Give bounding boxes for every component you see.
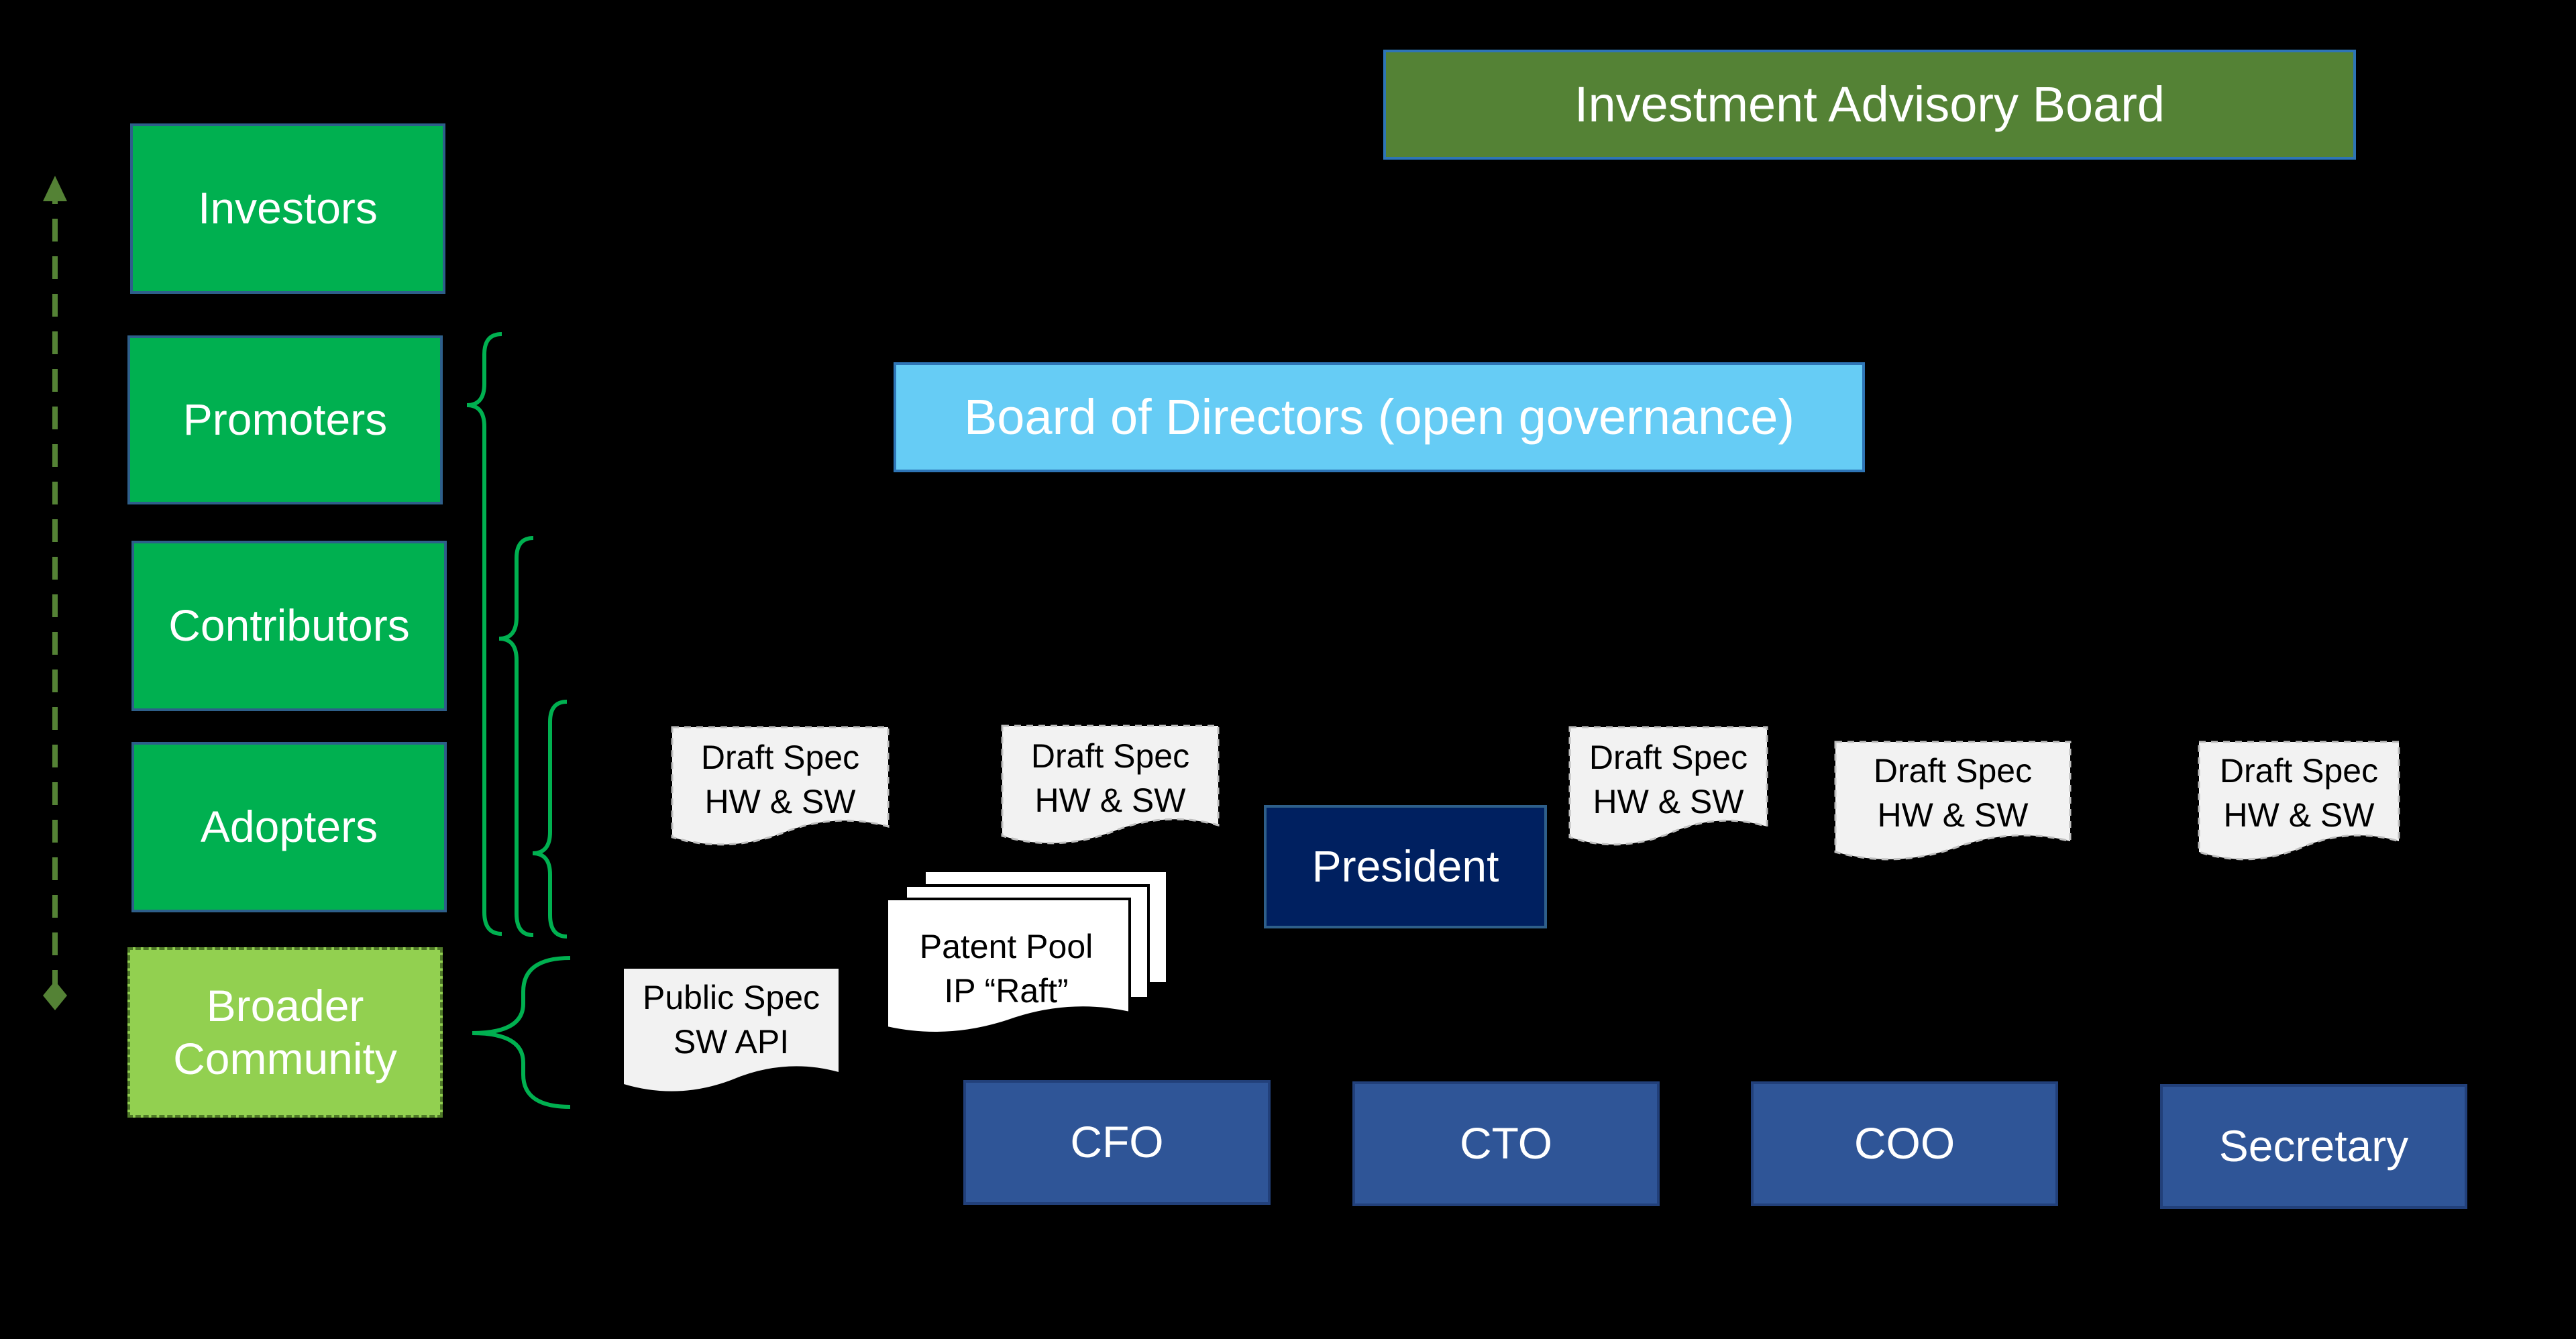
- draft-spec-doc-2: Draft Spec HW & SW: [1001, 725, 1220, 845]
- tier-brackets: [466, 332, 571, 1109]
- officer-cfo: CFO: [963, 1080, 1271, 1205]
- tier-contributors-label: Contributors: [168, 600, 410, 651]
- tier-adopters-label: Adopters: [200, 802, 378, 852]
- tier-adopters: Adopters: [131, 742, 447, 912]
- president-label: President: [1311, 841, 1499, 892]
- draft-spec-label: Draft Spec: [1589, 739, 1748, 776]
- board-of-directors: Board of Directors (open governance): [894, 362, 1865, 472]
- officer-secretary: Secretary: [2160, 1084, 2467, 1209]
- draft-spec-label: Draft Spec: [1031, 737, 1189, 775]
- tier-contributors: Contributors: [131, 541, 447, 711]
- advisory-board-label: Investment Advisory Board: [1574, 76, 2165, 132]
- tier-promoters-label: Promoters: [182, 394, 388, 445]
- bracket-adopters: [532, 700, 568, 939]
- public-spec-sublabel: SW API: [674, 1023, 789, 1061]
- officer-cto: CTO: [1352, 1081, 1660, 1206]
- tier-scale-arrow: [43, 176, 67, 1010]
- connector-lines: [1115, 349, 1907, 1081]
- draft-spec-sublabel: HW & SW: [705, 783, 857, 820]
- draft-spec-sublabel: HW & SW: [1878, 796, 2029, 834]
- investment-advisory-board: Investment Advisory Board: [1383, 50, 2356, 160]
- officer-coo: COO: [1751, 1081, 2058, 1206]
- bracket-promoters: [466, 332, 502, 936]
- patent-pool-label: Patent Pool: [920, 928, 1093, 965]
- public-spec-label: Public Spec: [643, 979, 820, 1016]
- bracket-broader: [472, 956, 571, 1109]
- draft-spec-doc-4: Draft Spec HW & SW: [1834, 741, 2072, 861]
- officer-secretary-label: Secretary: [2218, 1121, 2409, 1171]
- public-spec-doc: Public Spec SW API: [624, 969, 839, 1091]
- officer-cfo-label: CFO: [1070, 1117, 1164, 1167]
- bracket-contributors: [498, 536, 534, 937]
- draft-spec-label: Draft Spec: [701, 739, 859, 776]
- patent-pool-sublabel: IP “Raft”: [944, 972, 1068, 1010]
- draft-spec-label: Draft Spec: [2220, 752, 2378, 790]
- draft-spec-label: Draft Spec: [1874, 752, 2032, 790]
- draft-spec-doc-1: Draft Spec HW & SW: [671, 726, 890, 846]
- draft-spec-doc-3: Draft Spec HW & SW: [1568, 726, 1768, 846]
- officer-cto-label: CTO: [1459, 1118, 1553, 1169]
- tier-investors: Investors: [130, 123, 445, 294]
- draft-spec-sublabel: HW & SW: [1593, 783, 1745, 820]
- tier-broader-label-line1: Broader: [206, 980, 364, 1030]
- tier-promoters: Promoters: [127, 335, 443, 504]
- draft-spec-sublabel: HW & SW: [1035, 782, 1187, 819]
- president: President: [1264, 805, 1547, 928]
- board-of-directors-label: Board of Directors (open governance): [963, 388, 1795, 445]
- patent-pool-doc-stack: Patent Pool IP “Raft”: [885, 869, 1169, 1034]
- tier-broader-label-line2: Community: [173, 1034, 397, 1083]
- draft-spec-sublabel: HW & SW: [2224, 796, 2375, 834]
- tier-broader-community: Broader Community: [127, 947, 443, 1118]
- officer-coo-label: COO: [1854, 1118, 1955, 1169]
- draft-spec-doc-5: Draft Spec HW & SW: [2198, 741, 2400, 861]
- tier-investors-label: Investors: [198, 183, 378, 233]
